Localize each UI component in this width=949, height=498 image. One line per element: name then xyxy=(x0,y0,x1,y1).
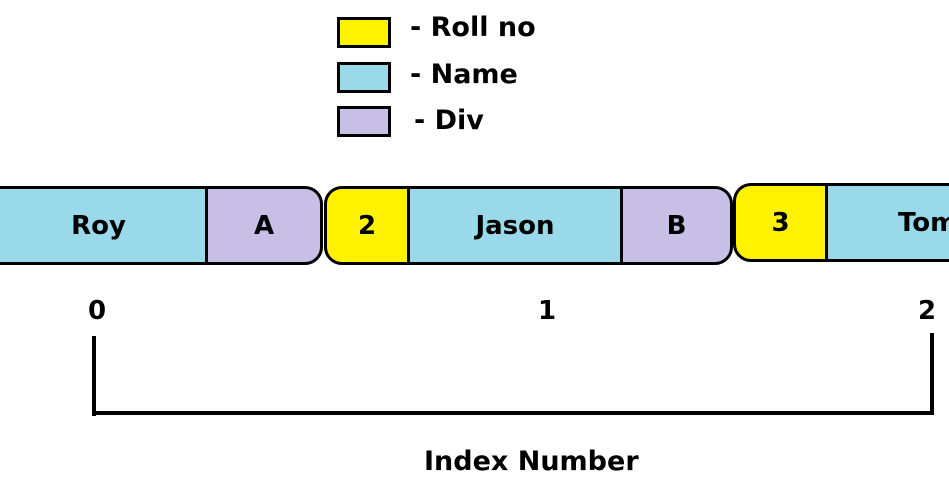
legend-swatch-name xyxy=(337,62,391,93)
index-label-1: 1 xyxy=(538,296,557,326)
index-label-2: 2 xyxy=(918,296,937,326)
bracket-bottom-line xyxy=(92,411,934,415)
record-0-div: A xyxy=(253,210,275,241)
record-1-name: Jason xyxy=(475,210,555,241)
record-2-roll-no: 3 xyxy=(771,207,790,238)
index-number-caption: Index Number xyxy=(424,446,639,477)
record-2-name-cell: Tom xyxy=(825,183,949,262)
legend-label-div: - Div xyxy=(414,105,484,136)
record-0-name: Roy xyxy=(71,210,126,241)
record-1-name-cell: Jason xyxy=(407,186,623,265)
record-1-div-cell: B xyxy=(620,186,733,265)
record-1-roll-no-cell: 2 xyxy=(324,186,410,265)
record-2-roll-no-cell: 3 xyxy=(733,183,828,262)
bracket-right-arm xyxy=(930,333,934,415)
record-1-roll-no: 2 xyxy=(357,210,377,241)
index-label-0: 0 xyxy=(88,296,107,326)
legend-label-roll-no: - Roll no xyxy=(410,12,536,43)
bracket-left-arm xyxy=(92,336,96,416)
legend-swatch-div xyxy=(337,106,391,137)
record-2-name: Tom xyxy=(898,207,949,238)
legend-label-name: - Name xyxy=(410,59,518,90)
record-0-name-cell: Roy xyxy=(0,186,208,265)
record-0-div-cell: A xyxy=(205,186,323,265)
record-1-div: B xyxy=(666,210,687,241)
legend-swatch-roll-no xyxy=(337,17,391,48)
